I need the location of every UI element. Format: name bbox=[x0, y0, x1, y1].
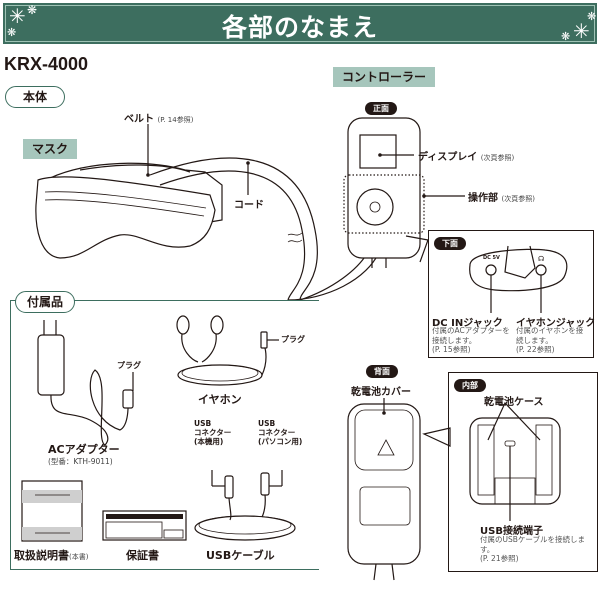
bottom-badge: 下面 bbox=[434, 237, 466, 250]
earphone-label: イヤホン bbox=[198, 393, 242, 406]
ac-plug-label: プラグ bbox=[117, 361, 141, 370]
dc-in-note: 付属のACアダプターを接続します。 (P. 15参照) bbox=[432, 326, 510, 354]
controller-bottom bbox=[469, 248, 568, 292]
earphone-jack-label: イヤホンジャック bbox=[516, 318, 596, 329]
belt-label: ベルト (P. 14参照) bbox=[124, 110, 193, 125]
usb-cable-label: USBケーブル bbox=[206, 549, 275, 562]
snowflake-icon: ❋ bbox=[27, 3, 38, 17]
battery-case-label: 乾電池ケース bbox=[484, 397, 544, 408]
accessories-label: 付属品 bbox=[15, 291, 75, 313]
header-banner: 各部のなまえ ✳ ❋ ❋ ✳ ❋ ❋ bbox=[3, 3, 597, 44]
usb-port-note: 付属のUSBケーブルを接続します。 (P. 21参照) bbox=[480, 535, 585, 563]
operation-ref: (次頁参照) bbox=[501, 195, 535, 203]
battery-cover-label: 乾電池カバー bbox=[351, 387, 411, 398]
usb-port-label: USB接続端子 bbox=[480, 526, 543, 537]
operation-label: 操作部 (次頁参照) bbox=[468, 189, 535, 204]
earbud-right bbox=[210, 315, 224, 335]
triangle-mark bbox=[377, 439, 395, 456]
cord-outer bbox=[149, 157, 318, 301]
mask-body bbox=[35, 176, 216, 259]
warranty-label: 保証書 bbox=[126, 549, 159, 562]
manual-ref: (本書) bbox=[69, 553, 89, 561]
inside-badge: 内部 bbox=[454, 379, 486, 392]
inside-view-panel bbox=[448, 372, 598, 572]
display-ref: (次頁参照) bbox=[480, 154, 515, 162]
ac-adapter-cord bbox=[50, 369, 129, 446]
front-badge: 正面 bbox=[365, 102, 397, 115]
usb-connector-unit-label: USB コネクター (本機用) bbox=[194, 419, 232, 446]
model-number: KRX-4000 bbox=[4, 54, 89, 74]
cord-inner bbox=[159, 170, 306, 301]
earphone-jack-note: 付属のイヤホンを接続します。 (P. 22参照) bbox=[516, 326, 584, 354]
operation-text: 操作部 bbox=[468, 193, 498, 204]
snowflake-icon: ❋ bbox=[587, 10, 597, 23]
mask-label: マスク bbox=[23, 139, 77, 159]
snowflake-icon: ✳ bbox=[573, 19, 590, 43]
earphone-plug-label: プラグ bbox=[281, 335, 305, 344]
display-label: ディスプレイ (次頁参照) bbox=[418, 148, 514, 163]
main-unit-label: 本体 bbox=[5, 86, 65, 108]
display-text: ディスプレイ bbox=[418, 152, 478, 163]
control-dial bbox=[356, 188, 394, 226]
headphone-icon: ☊ bbox=[538, 255, 545, 263]
bottom-view-panel bbox=[428, 230, 594, 358]
controller-label: コントローラー bbox=[333, 67, 435, 87]
snowflake-icon: ❋ bbox=[7, 26, 17, 39]
controller-back bbox=[347, 403, 421, 565]
operation-area-outline bbox=[343, 174, 425, 234]
belt-text: ベルト bbox=[124, 114, 154, 125]
dc-jack-mark: DC 5V bbox=[483, 255, 500, 261]
belt-shape bbox=[49, 162, 223, 223]
earbud-left bbox=[176, 315, 190, 335]
cord-label: コード bbox=[234, 200, 264, 211]
back-badge: 背面 bbox=[366, 365, 398, 378]
ac-adapter-label: ACアダプター bbox=[48, 443, 120, 456]
usb-connector-pc-label: USB コネクター (パソコン用) bbox=[258, 419, 303, 446]
page-title: 各部のなまえ bbox=[221, 13, 378, 42]
belt-ref: (P. 14参照) bbox=[157, 116, 194, 124]
dc-in-label: DC INジャック bbox=[432, 318, 503, 329]
manual-text: 取扱説明書 bbox=[14, 549, 69, 562]
ac-adapter-model: (型番：KTH-9011) bbox=[48, 457, 113, 466]
snowflake-icon: ❋ bbox=[561, 30, 571, 43]
snowflake-icon: ✳ bbox=[9, 4, 26, 28]
manual-label: 取扱説明書(本書) bbox=[14, 547, 88, 563]
accessories-panel bbox=[10, 300, 319, 570]
